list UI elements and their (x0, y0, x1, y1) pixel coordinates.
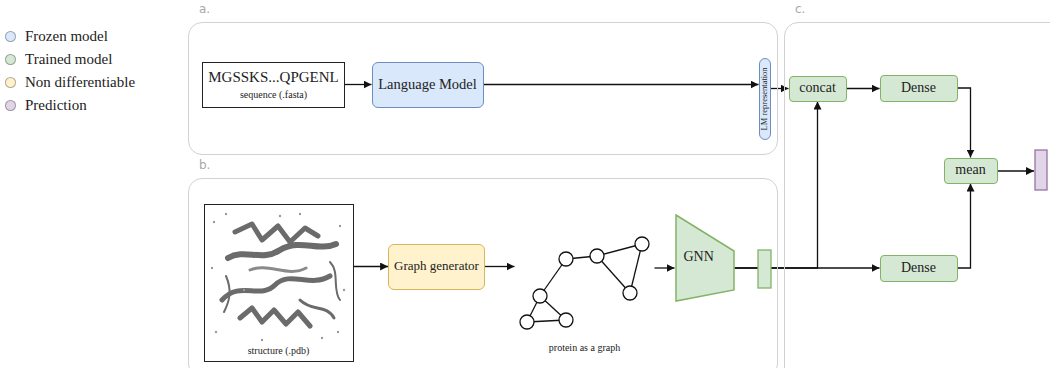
process-box: Graph generator (388, 244, 485, 290)
protein-ribbon (222, 224, 340, 326)
node-label: MGSSKS...QPGENL (208, 69, 338, 86)
flow-arrow (958, 184, 971, 269)
flow-arrow (485, 266, 515, 267)
node-sublabel: sequence (.fasta) (240, 89, 307, 101)
prediction-output (1035, 150, 1047, 190)
structure-box: structure (.pdb) (204, 204, 354, 362)
flow-arrow (771, 88, 789, 89)
sequence-box: MGSSKS...QPGENL sequence (.fasta) (202, 62, 344, 108)
legend-label: Trained model (25, 51, 112, 68)
protein-dots (211, 213, 345, 341)
graph-figure (520, 237, 649, 329)
gnn-trapezoid: GNN (675, 214, 735, 302)
legend-swatch (5, 100, 16, 111)
node-label: GNN (684, 249, 714, 265)
flow-arrow (735, 267, 880, 268)
node-label: structure (.pdb) (248, 345, 310, 357)
node-label: protein as a graph (549, 342, 620, 354)
panel-region: a.MGSSKS...QPGENLsequence (.fasta)Langua… (188, 22, 778, 155)
flow-arrow (958, 88, 971, 158)
graph-figure-box: protein as a graph (515, 234, 655, 358)
process-box: Dense (880, 255, 958, 282)
flow-arrow (345, 84, 372, 85)
legend-swatch (5, 31, 16, 42)
flow-arrow (484, 84, 759, 85)
flow-arrow (847, 88, 880, 89)
panel-region: c.concatDensemeanDense (784, 22, 1050, 368)
legend-swatch (5, 77, 16, 88)
legend-label: Prediction (25, 97, 87, 114)
panel-label: c. (795, 3, 805, 17)
panel-label: b. (199, 159, 210, 173)
representation-bar: LM representation (759, 58, 771, 140)
legend-item: Trained model (5, 51, 112, 68)
legend-swatch (5, 54, 16, 65)
node-label: Dense (901, 80, 936, 96)
legend-label: Frozen model (25, 28, 108, 45)
prediction-arrow (998, 170, 1034, 171)
flow-arrow (655, 267, 675, 268)
node-label: Graph generator (394, 259, 479, 274)
frozen-model-box: Language Model (372, 62, 484, 108)
process-box: mean (944, 158, 998, 184)
panel-label: a. (199, 3, 210, 17)
node-label: mean (955, 162, 985, 178)
gnn-embedding (758, 250, 771, 288)
node-label: Language Model (378, 76, 477, 93)
panel-region: b.structure (.pdb)Graph generatorprotein… (188, 178, 778, 368)
legend-item: Non differentiable (5, 74, 135, 91)
node-label: LM representation (760, 67, 770, 130)
process-box: Dense (880, 75, 958, 102)
node-label: Dense (901, 260, 936, 276)
process-box: concat (789, 76, 847, 102)
flow-arrow (735, 102, 818, 269)
node-label: concat (799, 80, 836, 96)
legend-item: Prediction (5, 97, 87, 114)
legend-item: Frozen model (5, 28, 108, 45)
flow-arrow (354, 266, 389, 267)
legend-label: Non differentiable (25, 74, 135, 91)
